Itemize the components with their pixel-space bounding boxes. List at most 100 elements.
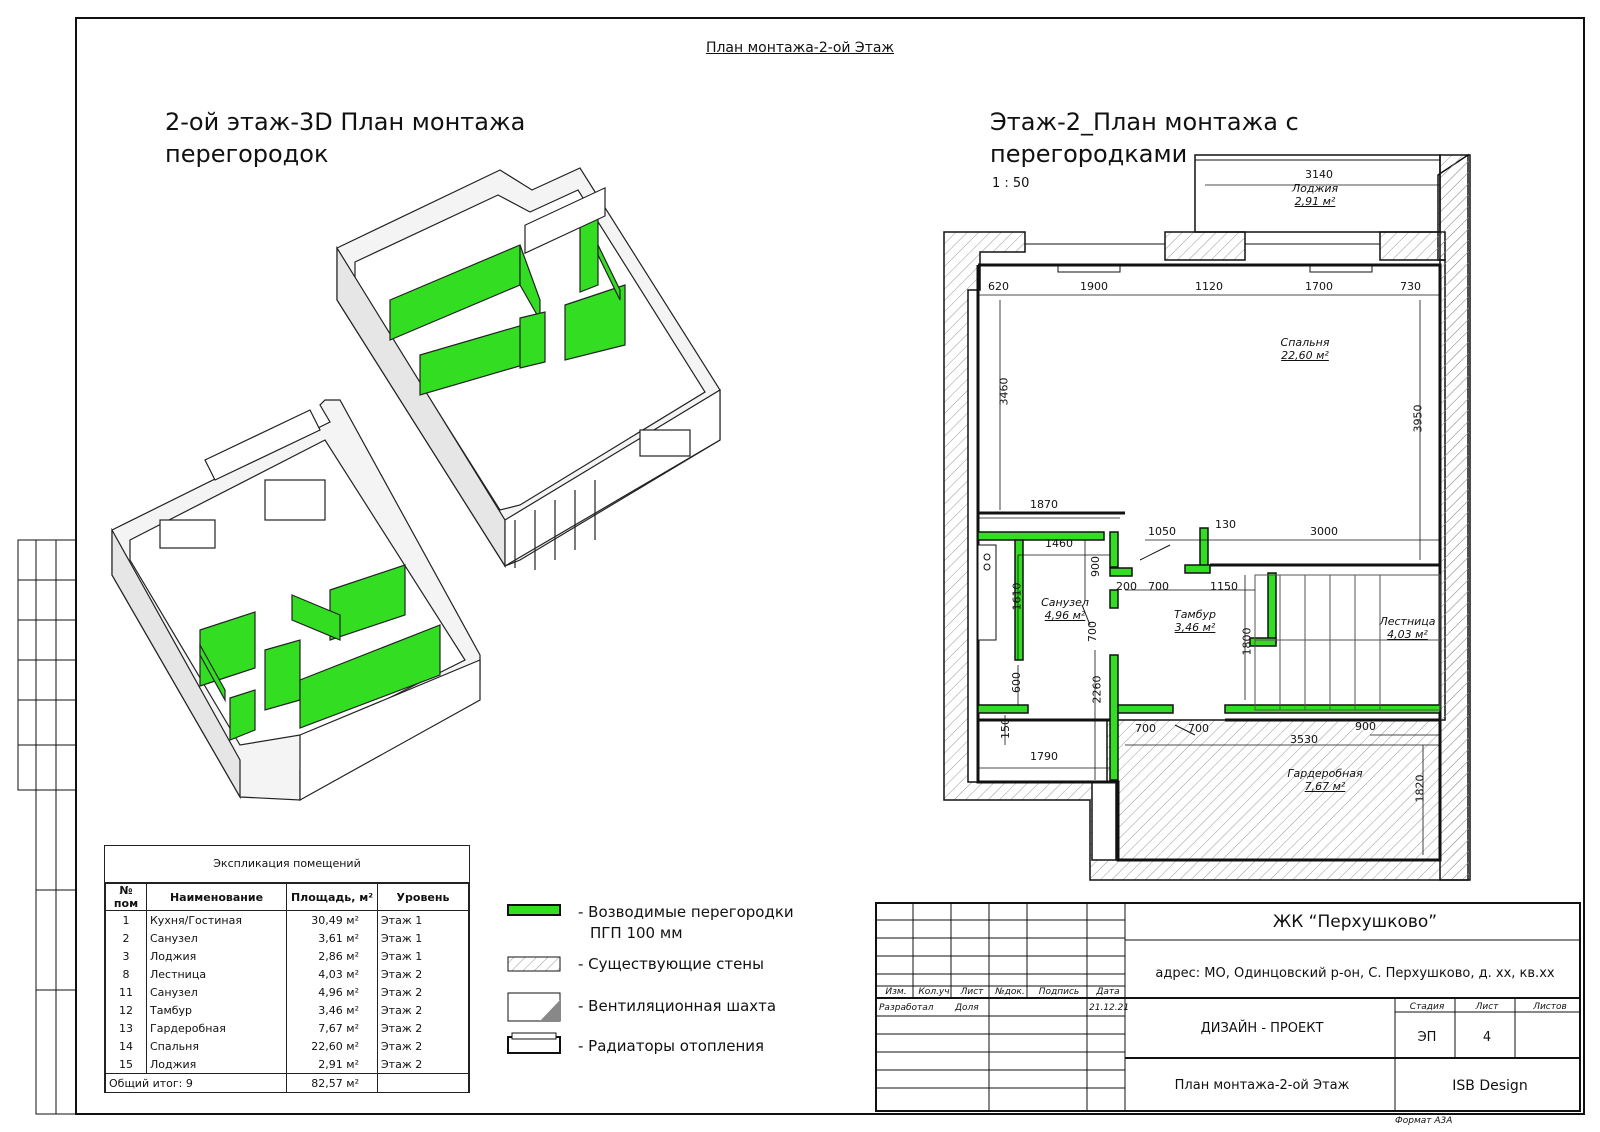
right-view-title-line1: Этаж-2_План монтажа с xyxy=(990,108,1299,136)
col-header: Кол.уч xyxy=(918,987,950,997)
dimension: 1610 xyxy=(1010,582,1024,611)
stage-label: Стадия xyxy=(1409,1002,1445,1012)
table-header: Наименование xyxy=(146,883,287,911)
dimension: 2260 xyxy=(1090,675,1104,704)
page-title: План монтажа-2-ой Этаж xyxy=(705,40,895,56)
dimension: 1150 xyxy=(1210,580,1238,593)
title-block-grid xyxy=(875,902,1581,1112)
col-header: Изм. xyxy=(885,987,907,997)
stair xyxy=(1254,574,1441,711)
room-area: 2,91 м² xyxy=(1294,195,1336,208)
iso-upper-block xyxy=(336,167,721,570)
format-label: Формат А3А xyxy=(1395,1116,1453,1126)
room-name: Санузел xyxy=(1041,596,1089,609)
dimension: 200 xyxy=(1116,580,1137,593)
room-area: 3,46 м² xyxy=(1174,621,1216,634)
dimension: 700 xyxy=(1086,621,1099,642)
title-block: ЖК “Перхушково” адрес: МО, Одинцовский р… xyxy=(875,902,1581,1112)
dimension: 1050 xyxy=(1148,525,1176,538)
dimension: 900 xyxy=(1355,720,1376,733)
iso-3d-view xyxy=(111,167,721,802)
scale-label: 1 : 50 xyxy=(992,176,1030,191)
explication-caption: Экспликация помещений xyxy=(105,846,469,883)
address: адрес: МО, Одинцовский р-он, С. Перхушко… xyxy=(1155,966,1555,981)
legend-existing-walls: - Существующие стены xyxy=(578,955,764,973)
room-name: Спальня xyxy=(1280,336,1330,349)
dimension: 3140 xyxy=(1305,168,1333,181)
dimension: 730 xyxy=(1400,280,1421,293)
room-area: 4,03 м² xyxy=(1387,628,1428,641)
col-header: Дата xyxy=(1096,987,1120,997)
iso-lower-block xyxy=(111,399,481,802)
dimension: 1870 xyxy=(1030,498,1058,511)
dimension: 3000 xyxy=(1310,525,1338,538)
room-name: Гардеробная xyxy=(1287,767,1363,780)
table-header: Уровень xyxy=(377,883,469,911)
date: 21.12.21 xyxy=(1089,1003,1130,1013)
dimension: 600 xyxy=(1010,672,1023,693)
dimension: 1460 xyxy=(1045,537,1073,550)
col-header: №док. xyxy=(995,987,1025,997)
col-header: Подпись xyxy=(1038,987,1080,997)
room-name: Тамбур xyxy=(1173,608,1217,621)
room-area: 22,60 м² xyxy=(1281,349,1329,362)
dimension: 700 xyxy=(1135,722,1156,735)
col-header: Лист xyxy=(960,987,984,997)
legend-partitions-line1: - Возводимые перегородки xyxy=(578,903,794,921)
dimension: 1790 xyxy=(1030,750,1058,763)
dimension: 1820 xyxy=(1413,774,1427,803)
room-name: Лестница xyxy=(1379,615,1436,628)
room-area: 7,67 м² xyxy=(1304,780,1346,793)
new-partitions xyxy=(977,527,1441,781)
developer-name: Доля xyxy=(955,1003,979,1013)
dimension: 130 xyxy=(1215,518,1236,531)
right-view-title-line2: перегородками xyxy=(990,140,1188,168)
dimension: 3460 xyxy=(997,377,1011,406)
dimension: 1800 xyxy=(1240,627,1254,656)
dimension: 3950 xyxy=(1411,404,1425,433)
left-view-title-line1: 2-ой этаж-3D План монтажа xyxy=(165,108,526,136)
dimension: 1700 xyxy=(1305,280,1333,293)
dimension: 1900 xyxy=(1080,280,1108,293)
floor-plan xyxy=(943,153,1471,881)
role-label: Разработал xyxy=(879,1003,934,1013)
legend-partitions: - Возводимые перегородки ПГП 100 мм xyxy=(578,902,794,944)
room-name: Лоджия xyxy=(1291,182,1339,195)
sheets-label: Листов xyxy=(1533,1002,1567,1012)
company-name: ISB Design xyxy=(1452,1078,1528,1094)
dimension: 3530 xyxy=(1290,733,1318,746)
explication-table: Экспликация помещений № пом Наименование… xyxy=(104,845,470,1093)
dimension: 700 xyxy=(1148,580,1169,593)
room-area: 4,96 м² xyxy=(1044,609,1086,622)
dimension: 620 xyxy=(988,280,1009,293)
legend-partitions-line2: ПГП 100 мм xyxy=(590,924,683,942)
stage-type: ДИЗАЙН - ПРОЕКТ xyxy=(1200,1021,1324,1036)
sheet-name: План монтажа-2-ой Этаж xyxy=(1174,1078,1350,1093)
dimension: 1120 xyxy=(1195,280,1223,293)
dimension: 150 xyxy=(999,718,1012,739)
stage-value: ЭП xyxy=(1417,1030,1437,1045)
right-view-title: Этаж-2_План монтажа с перегородками xyxy=(990,106,1299,170)
legend-vent-shaft: - Вентиляционная шахта xyxy=(578,997,777,1015)
table-header: № пом xyxy=(105,883,147,911)
left-view-title: 2-ой этаж-3D План монтажа перегородок xyxy=(165,106,525,170)
project-name: ЖК “Перхушково” xyxy=(1272,912,1438,932)
legend-swatches xyxy=(507,904,561,1054)
dimension: 900 xyxy=(1089,556,1102,577)
